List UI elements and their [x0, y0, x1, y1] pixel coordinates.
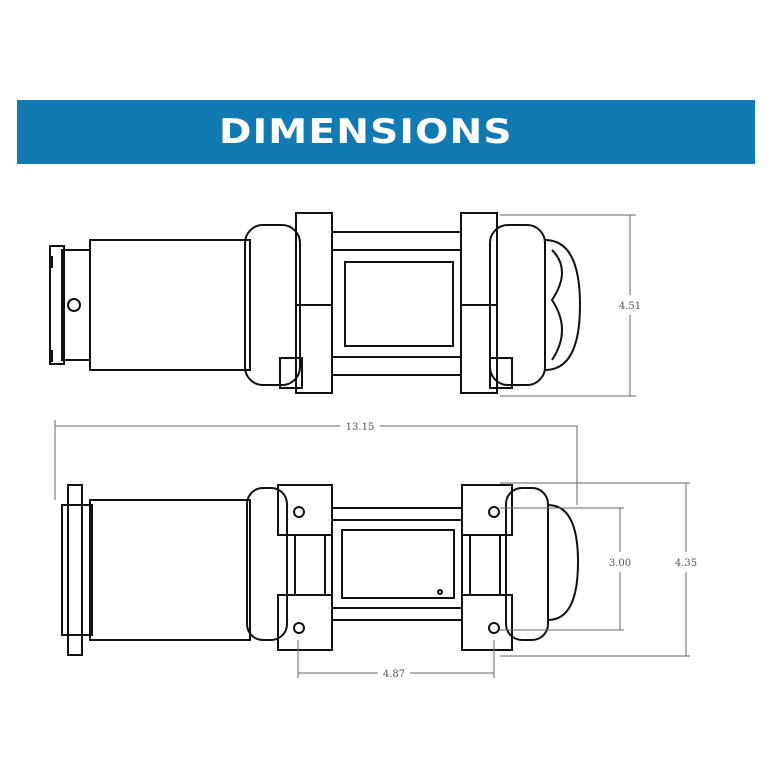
winch-top-view: [49, 212, 582, 394]
dimension-lines: [54, 214, 690, 678]
dimensions-banner: DIMENSIONS: [17, 100, 755, 164]
banner-title: DIMENSIONS: [219, 112, 513, 152]
dim-bolt-spacing-horizontal: 4.87: [383, 669, 405, 680]
dim-overall-length: 13.15: [346, 422, 375, 433]
dim-bolt-spacing-vertical: 3.00: [609, 558, 631, 569]
dim-bottom-height: 4.35: [675, 558, 697, 569]
winch-bottom-view: [61, 484, 580, 656]
dim-top-height: 4.51: [619, 301, 641, 312]
